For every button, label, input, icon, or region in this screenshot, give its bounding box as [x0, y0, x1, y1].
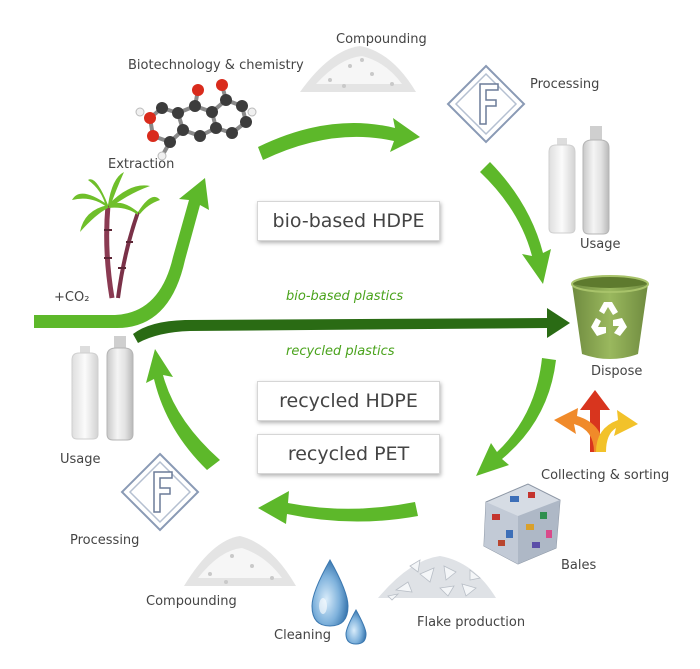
label-compounding-bottom: Compounding	[146, 594, 237, 609]
water-drop-icon	[311, 558, 349, 627]
sugarcane-icon	[72, 172, 160, 299]
arrow-right-lower	[476, 358, 556, 476]
bottle-icon	[71, 346, 99, 440]
box-recycled-pet: recycled PET	[257, 434, 440, 474]
arrow-bottom	[258, 491, 418, 524]
sorting-arrows-icon	[554, 390, 638, 452]
label-usage-right: Usage	[580, 237, 621, 252]
bottle-icon	[582, 126, 610, 235]
label-bales: Bales	[561, 558, 597, 573]
label-biotechnology: Biotechnology & chemistry	[128, 58, 304, 73]
label-bio-based-plastics: bio-based plastics	[286, 289, 404, 304]
label-dispose: Dispose	[591, 364, 643, 379]
label-co2: +CO₂	[54, 290, 90, 305]
arrow-left-upper	[34, 178, 209, 328]
processing-f-logo-icon	[120, 452, 200, 532]
label-collecting-sorting: Collecting & sorting	[541, 468, 670, 483]
powder-pile-icon	[300, 46, 416, 92]
bales-icon	[483, 483, 561, 565]
arrow-top	[258, 118, 420, 160]
cycle-arrows	[34, 118, 556, 524]
arrow-middle-dark	[133, 308, 570, 343]
label-compounding-top: Compounding	[336, 32, 427, 47]
label-processing-bottom: Processing	[70, 533, 140, 548]
molecule-icon	[135, 79, 257, 161]
recycling-bin-icon	[571, 275, 649, 359]
box-bio-based-hdpe: bio-based HDPE	[257, 201, 440, 241]
powder-pile-icon	[184, 536, 296, 586]
bottle-icon	[106, 336, 134, 441]
arrow-right-upper	[480, 162, 551, 284]
label-cleaning: Cleaning	[274, 628, 331, 643]
processing-f-logo-icon	[446, 64, 526, 144]
label-flake-production: Flake production	[417, 615, 526, 630]
arrow-left	[146, 349, 220, 470]
water-drop-icon	[345, 608, 367, 645]
label-recycled-plastics: recycled plastics	[286, 344, 395, 359]
box-recycled-hdpe: recycled HDPE	[257, 381, 440, 421]
flakes-icon	[378, 556, 496, 601]
label-processing-top: Processing	[530, 77, 600, 92]
bottle-icon	[548, 138, 576, 234]
label-extraction: Extraction	[108, 157, 175, 172]
label-usage-left: Usage	[60, 452, 101, 467]
